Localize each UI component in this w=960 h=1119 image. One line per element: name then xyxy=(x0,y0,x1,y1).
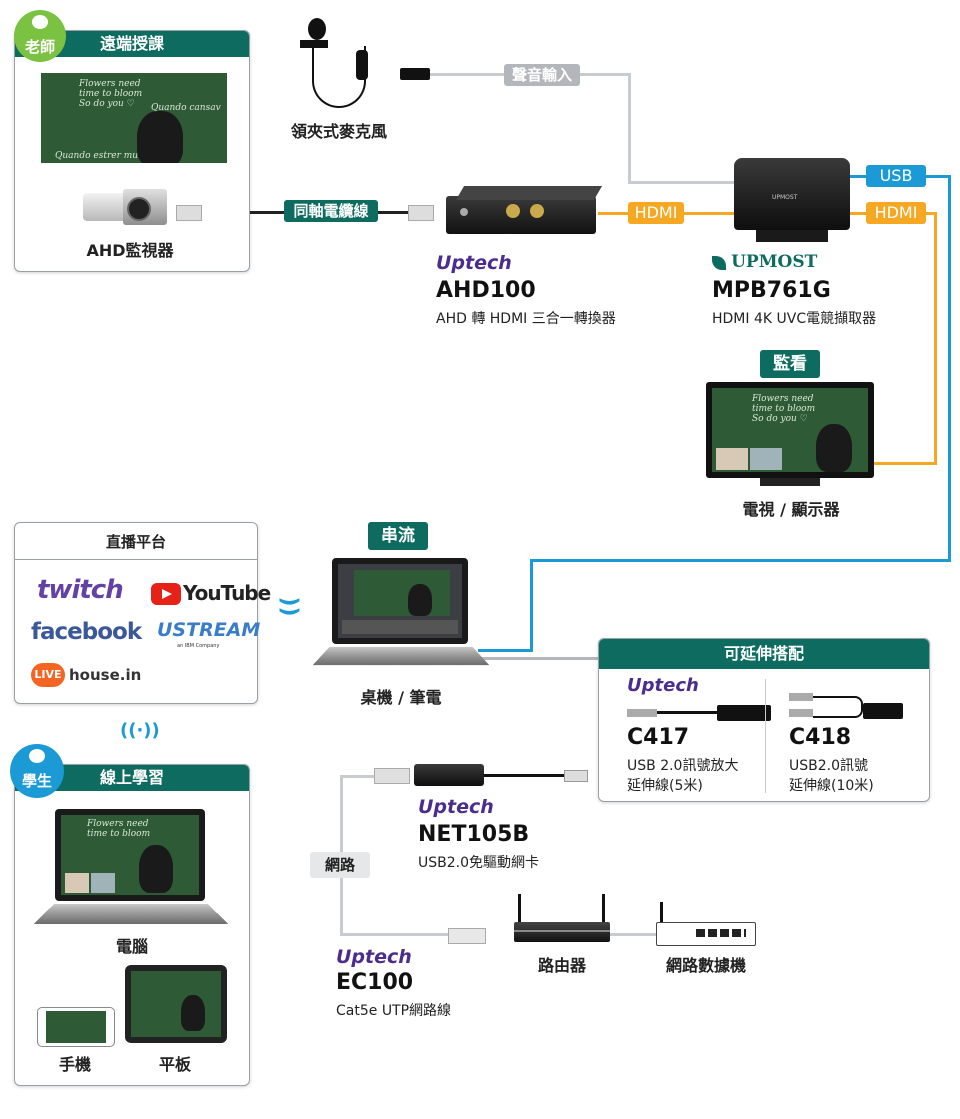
ustream-sub: an IBM Company xyxy=(177,643,220,649)
hdmi-tag-2: HDMI xyxy=(866,202,926,224)
board-line-5: Quando estrer mu xyxy=(55,151,139,161)
mpb761g-device-logo: UPMOST xyxy=(772,194,798,201)
ahd100-desc: AHD 轉 HDMI 三合一轉換器 xyxy=(436,311,616,327)
chalkboard-image: Flowers need time to bloom So do you ♡ Q… xyxy=(41,73,227,163)
c417-desc-2: 延伸線(5米) xyxy=(627,778,703,794)
student-badge: 學生 xyxy=(10,744,64,798)
teacher-icon xyxy=(32,15,48,29)
extension-panel: 可延伸搭配 Uptech C417 USB 2.0訊號放大 延伸線(5米) C4… xyxy=(598,638,930,802)
net105b-brand: Uptech xyxy=(418,796,494,818)
ec100-desc: Cat5e UTP網路線 xyxy=(336,1003,452,1019)
coax-plug-left xyxy=(176,205,202,221)
router-device xyxy=(514,894,610,944)
streaming-label: 桌機 / 筆電 xyxy=(360,688,442,707)
monitor-tag: 監看 xyxy=(760,350,820,378)
extension-title: 可延伸搭配 xyxy=(599,639,929,669)
mpb761g-device: UPMOST xyxy=(734,158,850,244)
board-line-1: Flowers need xyxy=(79,79,141,89)
phone-device xyxy=(37,1007,115,1047)
teacher-figure xyxy=(137,111,183,163)
board-line-2: time to bloom xyxy=(79,89,143,99)
streaming-tag: 串流 xyxy=(368,522,428,550)
student-laptop: Flowers need time to bloom xyxy=(33,809,229,927)
ec100-rj45 xyxy=(448,928,486,944)
tv-monitor: Flowers need time to bloom So do you ♡ xyxy=(706,382,874,486)
youtube-text: YouTube xyxy=(183,581,271,605)
c418-desc-2: 延伸線(10米) xyxy=(789,778,874,794)
computer-label: 電腦 xyxy=(115,937,148,956)
student-panel: 線上學習 Flowers need time to bloom 電腦 手機 平板 xyxy=(14,764,250,1086)
platforms-title: 直播平台 xyxy=(105,533,166,551)
teacher-badge: 老師 xyxy=(14,10,66,62)
ec100-model: EC100 xyxy=(336,970,414,995)
monitor-label: 電視 / 顯示器 xyxy=(742,500,840,519)
board-line-3: So do you ♡ xyxy=(79,99,135,109)
upmost-brand: UPMOST xyxy=(731,252,818,272)
net105b-device xyxy=(414,764,588,788)
twitch-logo[interactable]: twitch xyxy=(37,575,124,605)
c417-cable xyxy=(627,705,771,721)
hdmi-tag-1: HDMI xyxy=(628,202,684,224)
network-tag: 網路 xyxy=(310,852,370,878)
net105b-model: NET105B xyxy=(418,822,530,847)
usb-tag: USB xyxy=(866,165,926,187)
coax-tag: 同軸電纜線 xyxy=(284,200,378,222)
c417-desc-1: USB 2.0訊號放大 xyxy=(627,758,739,774)
extension-brand: Uptech xyxy=(627,675,699,696)
livehouse-text: house.in xyxy=(69,666,142,684)
facebook-logo[interactable]: facebook xyxy=(31,619,142,645)
livehouse-logo[interactable]: LIVE house.in xyxy=(31,663,151,689)
extension-divider xyxy=(765,679,766,793)
switch-device xyxy=(656,902,756,946)
audio-in-tag: 聲音輸入 xyxy=(504,64,580,86)
ahd-camera xyxy=(83,189,169,225)
net105b-desc: USB2.0免驅動網卡 xyxy=(418,855,540,871)
c417-model: C417 xyxy=(627,725,690,750)
tv-board-line-1: Flowers need xyxy=(752,394,814,404)
mpb761g-desc: HDMI 4K UVC電競擷取器 xyxy=(712,311,877,327)
platforms-divider xyxy=(15,559,257,560)
youtube-logo[interactable]: YouTube xyxy=(151,581,271,607)
ahd100-brand: Uptech xyxy=(436,252,512,274)
tablet-label: 平板 xyxy=(158,1055,191,1074)
student-badge-label: 學生 xyxy=(21,772,52,790)
ahd-camera-label: AHD監視器 xyxy=(86,241,174,260)
laptop-board-line-2: time to bloom xyxy=(87,829,151,839)
mic-label: 領夾式麥克風 xyxy=(290,122,387,141)
tablet-device xyxy=(125,965,227,1043)
livehouse-badge: LIVE xyxy=(31,663,65,687)
student-icon xyxy=(29,749,45,763)
tv-board-line-3: So do you ♡ xyxy=(752,414,808,424)
teacher-badge-label: 老師 xyxy=(24,38,55,56)
tv-board-line-2: time to bloom xyxy=(752,404,816,414)
router-label: 路由器 xyxy=(537,956,586,975)
mpb761g-model: MPB761G xyxy=(712,278,831,303)
c418-desc-1: USB2.0訊號 xyxy=(789,758,869,774)
platforms-panel: 直播平台 twitch YouTube facebook USTREAM an … xyxy=(14,522,271,704)
ahd100-model: AHD100 xyxy=(436,278,536,303)
teacher-panel: 遠端授課 Flowers need time to bloom So do yo… xyxy=(14,30,250,272)
ec100-brand: Uptech xyxy=(336,946,412,968)
streaming-laptop xyxy=(312,558,490,670)
upmost-leaf-icon xyxy=(712,255,726,270)
c418-model: C418 xyxy=(789,725,852,750)
board-line-4: Quando cansav xyxy=(151,103,221,113)
net105b-rj45 xyxy=(374,768,410,784)
lavalier-mic xyxy=(300,16,376,108)
wifi-icon-student: ((·)) xyxy=(120,720,160,741)
youtube-play-icon xyxy=(151,583,181,605)
coax-plug-right xyxy=(408,205,434,221)
wifi-icon-broadcast: (( xyxy=(277,596,303,617)
upmost-logo: UPMOST xyxy=(712,252,817,272)
phone-label: 手機 xyxy=(58,1055,91,1074)
ustream-logo[interactable]: USTREAM xyxy=(157,619,261,641)
laptop-board-line-1: Flowers need xyxy=(87,819,149,829)
mic-plug xyxy=(400,68,430,80)
c418-cable xyxy=(789,693,909,723)
switch-label: 網路數據機 xyxy=(665,956,746,975)
ahd100-device xyxy=(446,186,603,236)
